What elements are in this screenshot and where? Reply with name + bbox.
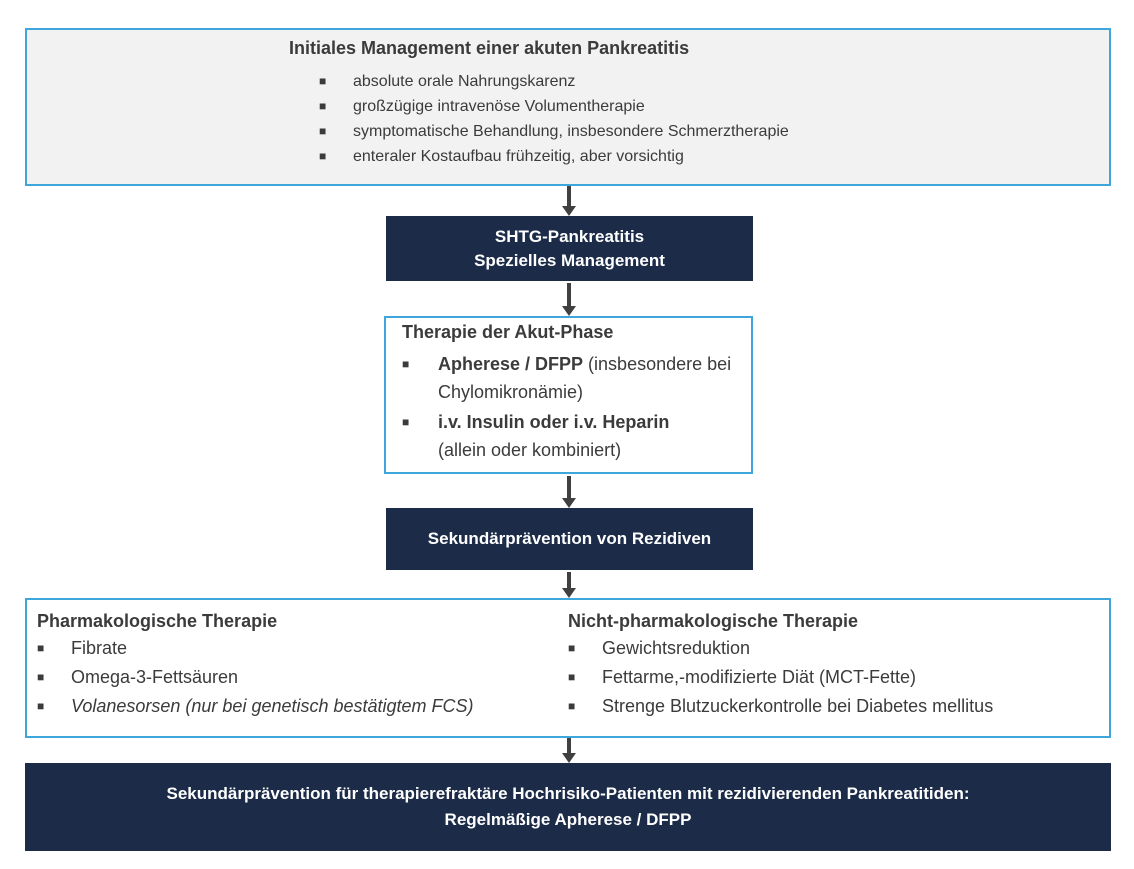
list-item: ■großzügige intravenöse Volumentherapie bbox=[319, 94, 789, 119]
list-item: ■Strenge Blutzuckerkontrolle bei Diabete… bbox=[568, 692, 993, 721]
flow-arrow-icon bbox=[562, 283, 576, 316]
list-item: ■Apherese / DFPP (insbesondere bei Chylo… bbox=[402, 350, 742, 406]
acute-phase-list: ■Apherese / DFPP (insbesondere bei Chylo… bbox=[402, 350, 742, 464]
flow-arrow-icon bbox=[562, 572, 576, 598]
square-bullet-icon: ■ bbox=[319, 149, 327, 163]
flow-arrow-icon bbox=[562, 476, 576, 508]
refractory-prevention-subtitle: Regelmäßige Apherese / DFPP bbox=[444, 810, 692, 829]
list-item: ■absolute orale Nahrungskarenz bbox=[319, 69, 789, 94]
secondary-prevention-title: Sekundärprävention von Rezidiven bbox=[427, 529, 712, 548]
shtg-title: SHTG-Pankreatitis bbox=[494, 226, 645, 246]
initial-management-box: Initiales Management einer akuten Pankre… bbox=[25, 28, 1111, 186]
initial-management-title: Initiales Management einer akuten Pankre… bbox=[289, 38, 690, 58]
list-item: ■enteraler Kostaufbau frühzeitig, aber v… bbox=[319, 144, 789, 169]
flow-arrow-icon bbox=[562, 186, 576, 216]
initial-management-list: ■absolute orale Nahrungskarenz ■großzügi… bbox=[319, 69, 789, 169]
pharmacological-column: Pharmakologische Therapie ■Fibrate ■Omeg… bbox=[37, 608, 474, 721]
square-bullet-icon: ■ bbox=[568, 670, 576, 684]
list-item: ■Fettarme,-modifizierte Diät (MCT-Fette) bbox=[568, 663, 993, 692]
square-bullet-icon: ■ bbox=[568, 641, 576, 655]
square-bullet-icon: ■ bbox=[37, 641, 45, 655]
refractory-prevention-box: Sekundärprävention für therapierefraktär… bbox=[25, 763, 1111, 851]
square-bullet-icon: ■ bbox=[402, 357, 410, 371]
square-bullet-icon: ■ bbox=[37, 699, 45, 713]
pharmacological-title: Pharmakologische Therapie bbox=[37, 611, 278, 631]
acute-phase-box: Therapie der Akut-Phase ■Apherese / DFPP… bbox=[384, 316, 753, 474]
acute-phase-title: Therapie der Akut-Phase bbox=[402, 322, 614, 342]
shtg-subtitle: Spezielles Management bbox=[474, 250, 665, 270]
list-item: ■i.v. Insulin oder i.v. Heparin(allein o… bbox=[402, 408, 742, 464]
list-item: ■Gewichtsreduktion bbox=[568, 634, 993, 663]
list-item: ■Omega-3-Fettsäuren bbox=[37, 663, 474, 692]
refractory-prevention-title: Sekundärprävention für therapierefraktär… bbox=[166, 784, 970, 803]
square-bullet-icon: ■ bbox=[37, 670, 45, 684]
list-item: ■symptomatische Behandlung, insbesondere… bbox=[319, 119, 789, 144]
non-pharmacological-column: Nicht-pharmakologische Therapie ■Gewicht… bbox=[568, 608, 993, 721]
square-bullet-icon: ■ bbox=[319, 99, 327, 113]
list-item: ■Fibrate bbox=[37, 634, 474, 663]
square-bullet-icon: ■ bbox=[319, 74, 327, 88]
flow-arrow-icon bbox=[562, 738, 576, 763]
secondary-prevention-box: Sekundärprävention von Rezidiven bbox=[386, 508, 753, 570]
shtg-management-box: SHTG-Pankreatitis Spezielles Management bbox=[386, 216, 753, 281]
therapy-options-box: Pharmakologische Therapie ■Fibrate ■Omeg… bbox=[25, 598, 1111, 738]
square-bullet-icon: ■ bbox=[568, 699, 576, 713]
list-item: ■Volanesorsen (nur bei genetisch bestäti… bbox=[37, 692, 474, 721]
square-bullet-icon: ■ bbox=[402, 415, 410, 429]
non-pharmacological-title: Nicht-pharmakologische Therapie bbox=[568, 611, 859, 631]
square-bullet-icon: ■ bbox=[319, 124, 327, 138]
